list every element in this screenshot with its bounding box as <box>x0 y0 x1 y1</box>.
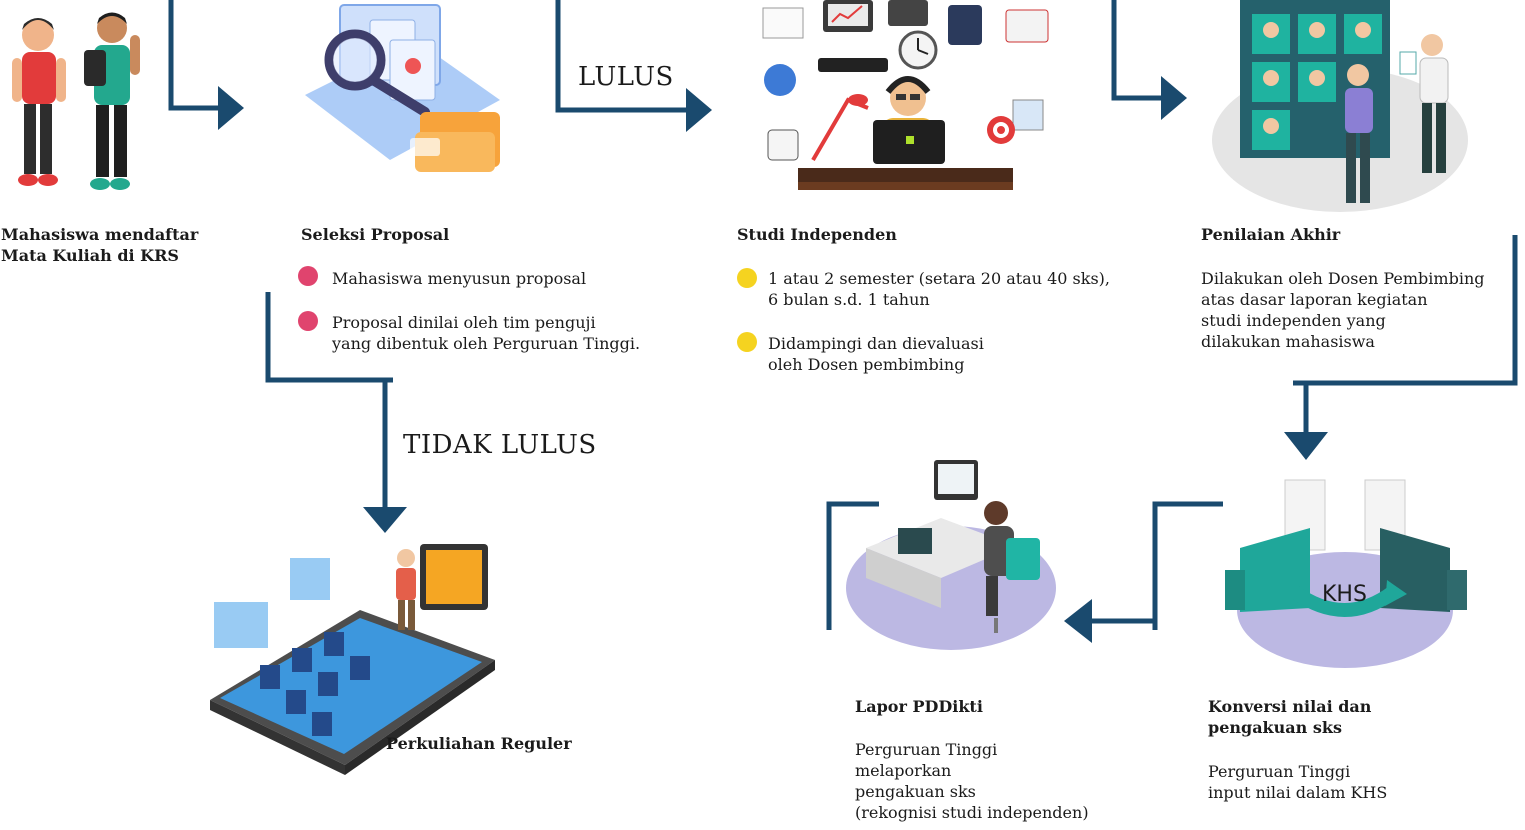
connector-seleksi-studi <box>555 0 690 113</box>
students-illustration <box>12 12 140 190</box>
evaluation-illustration <box>1212 0 1468 212</box>
proposal-search-illustration <box>305 4 500 172</box>
konversi-body: Perguruan Tinggi input nilai dalam KHS <box>1208 762 1388 802</box>
connector-penilaian-konversi <box>1293 235 1518 386</box>
bullet-pink <box>298 311 318 331</box>
arrow-head <box>1284 432 1328 460</box>
khs-conversion-illustration <box>1225 479 1467 668</box>
regular-lecture-illustration <box>210 544 495 775</box>
arrow-head <box>686 88 712 132</box>
seleksi-bullet-1: Mahasiswa menyusun proposal <box>332 269 587 288</box>
bullet-yellow <box>737 268 757 288</box>
arrow-head <box>1161 76 1187 120</box>
connector-studi-penilaian <box>1111 0 1165 101</box>
connector-seleksi-reguler <box>265 292 393 383</box>
label-lulus: LULUS <box>578 62 674 92</box>
studi-title: Studi Independen <box>737 225 897 244</box>
lapor-title: Lapor PDDikti <box>855 697 983 716</box>
konversi-title: Konversi nilai dan pengakuan sks <box>1208 697 1372 737</box>
label-tidak-lulus: TIDAK LULUS <box>403 430 597 460</box>
daftar-title: Mahasiswa mendaftar Mata Kuliah di KRS <box>1 225 199 265</box>
studi-bullet-2: Didampingi dan dievaluasi oleh Dosen pem… <box>768 334 984 374</box>
independent-study-illustration <box>762 0 1049 190</box>
connector-daftar-seleksi <box>168 0 222 111</box>
arrow-head <box>363 507 407 533</box>
arrow-head <box>218 86 244 130</box>
reguler-title: Perkuliahan Reguler <box>386 734 572 753</box>
seleksi-title: Seleksi Proposal <box>301 225 450 244</box>
pddikti-report-illustration <box>846 460 1056 650</box>
seleksi-bullet-2: Proposal dinilai oleh tim penguji yang d… <box>332 313 641 353</box>
lapor-bracket <box>826 501 879 630</box>
bullet-yellow <box>737 332 757 352</box>
arrow-head <box>1064 599 1092 643</box>
penilaian-body: Dilakukan oleh Dosen Pembimbing atas das… <box>1201 269 1485 351</box>
bullet-pink <box>298 266 318 286</box>
khs-badge: KHS <box>1322 582 1367 607</box>
studi-bullet-1: 1 atau 2 semester (setara 20 atau 40 sks… <box>768 269 1110 309</box>
lapor-body: Perguruan Tinggi melaporkan pengakuan sk… <box>855 740 1089 822</box>
connector-konversi-lapor <box>1152 501 1223 630</box>
penilaian-title: Penilaian Akhir <box>1201 225 1341 244</box>
